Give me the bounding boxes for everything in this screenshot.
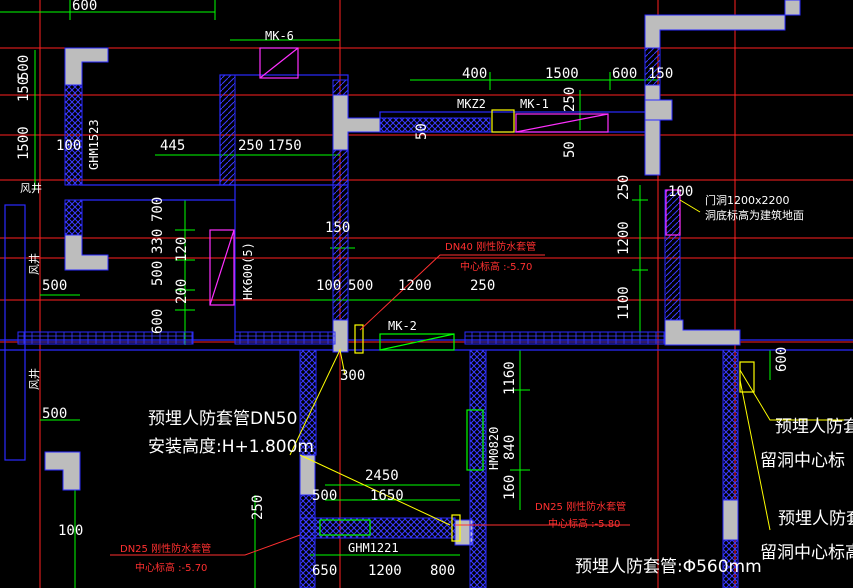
dim-330: 330 xyxy=(150,229,166,254)
note-dn25a-elev: 中心标高 :-5.80 xyxy=(548,517,620,530)
dim-100-left: 100 xyxy=(56,138,81,154)
dim-600-top: 600 xyxy=(72,0,97,14)
dim-300: 300 xyxy=(340,368,365,384)
dim-840: 840 xyxy=(502,435,518,460)
dim-250-mid: 250 xyxy=(238,138,263,154)
note-dn25b-title: DN25 刚性防水套管 xyxy=(120,542,211,555)
label-mkz2: MKZ2 xyxy=(457,97,486,111)
dim-250-b: 250 xyxy=(250,495,266,520)
dim-500-lleft: 500 xyxy=(42,406,67,422)
dim-100-r: 100 xyxy=(668,184,693,200)
dim-50-b: 50 xyxy=(562,141,578,158)
note-right-b1: 预埋人防套 xyxy=(778,509,853,529)
openings xyxy=(209,47,755,542)
dim-600-right: 600 xyxy=(612,66,637,82)
dim-250-r: 250 xyxy=(616,175,632,200)
label-fengjing-2: 风井 xyxy=(27,253,41,275)
dim-100-bl: 100 xyxy=(58,523,83,539)
note-dn25a-title: DN25 刚性防水套管 xyxy=(535,500,626,513)
note-right-a1: 预埋人防套 xyxy=(775,417,853,437)
element-labels: MK-6 MKZ2 MK-1 MK-2 GHM1523 HK600(5) HM0… xyxy=(20,29,549,555)
dim-200: 200 xyxy=(174,279,190,304)
dim-1100-r: 1100 xyxy=(616,286,632,320)
note-leaders xyxy=(110,254,630,556)
dim-2450: 2450 xyxy=(365,468,399,484)
label-ghm1523: GHM1523 xyxy=(87,119,101,170)
dim-800: 800 xyxy=(430,563,455,579)
dim-1750: 1750 xyxy=(268,138,302,154)
dim-500-b: 500 xyxy=(312,488,337,504)
dim-50-a: 50 xyxy=(414,123,430,140)
dim-1200-r: 1200 xyxy=(616,221,632,255)
dim-150-right: 150 xyxy=(648,66,673,82)
dim-100-mid: 100 xyxy=(316,278,341,294)
note-door-line1: 门洞1200x2200 xyxy=(705,193,790,207)
note-dn40-title: DN40 刚性防水套管 xyxy=(445,240,536,253)
dim-500-left: 500 xyxy=(16,55,32,80)
dimension-lines xyxy=(0,0,771,588)
note-door-line2: 洞底标高为建筑地面 xyxy=(705,208,804,222)
label-mk6: MK-6 xyxy=(265,29,294,43)
dim-400: 400 xyxy=(462,66,487,82)
dim-500-v: 500 xyxy=(150,261,166,286)
hatched-walls xyxy=(17,47,739,588)
dim-150-mid: 150 xyxy=(325,220,350,236)
dim-500-mid: 500 xyxy=(348,278,373,294)
dim-160: 160 xyxy=(502,475,518,500)
dim-700: 700 xyxy=(150,197,166,222)
leader-lines xyxy=(289,199,850,531)
label-mk1: MK-1 xyxy=(520,97,549,111)
dim-1650: 1650 xyxy=(370,488,404,504)
dim-600-v: 600 xyxy=(150,309,166,334)
dim-500-lower: 500 xyxy=(42,278,67,294)
dim-150-left: 150 xyxy=(16,77,32,102)
dimension-texts: 600 500 150 1500 100 400 1500 600 150 25… xyxy=(16,0,790,579)
note-bottom: 预埋人防套管:Φ560mm xyxy=(575,557,762,577)
columns xyxy=(44,0,801,546)
label-hm0820: HM0820 xyxy=(487,427,501,470)
dim-250-mk1: 250 xyxy=(562,87,578,112)
annotations: DN40 刚性防水套管 中心标高 :-5.70 DN25 刚性防水套管 中心标高… xyxy=(120,193,853,577)
label-ghm1221: GHM1221 xyxy=(348,541,399,555)
dim-650: 650 xyxy=(312,563,337,579)
note-dn50-line1: 预埋人防套管DN50 xyxy=(148,409,297,429)
dim-1200-b: 1200 xyxy=(368,563,402,579)
dim-600-r2: 600 xyxy=(774,347,790,372)
note-right-b2: 留洞中心标高 xyxy=(760,543,853,563)
dim-250-mid2: 250 xyxy=(470,278,495,294)
note-dn25b-elev: 中心标高 :-5.70 xyxy=(135,561,207,574)
dim-1160: 1160 xyxy=(502,361,518,395)
label-mk2: MK-2 xyxy=(388,319,417,333)
label-hk600: HK600(5) xyxy=(241,242,255,300)
note-dn40-elev: 中心标高 :-5.70 xyxy=(460,260,532,273)
note-dn50-line2: 安装高度:H+1.800m xyxy=(148,437,314,457)
label-fengjing-1: 风井 xyxy=(20,181,42,195)
dim-1200-mid: 1200 xyxy=(398,278,432,294)
dim-120: 120 xyxy=(174,237,190,262)
dim-1500-left: 1500 xyxy=(16,126,32,160)
note-right-a2: 留洞中心标 xyxy=(760,451,845,471)
dim-1500-top: 1500 xyxy=(545,66,579,82)
dim-445: 445 xyxy=(160,138,185,154)
label-fengjing-3: 风井 xyxy=(27,368,41,390)
